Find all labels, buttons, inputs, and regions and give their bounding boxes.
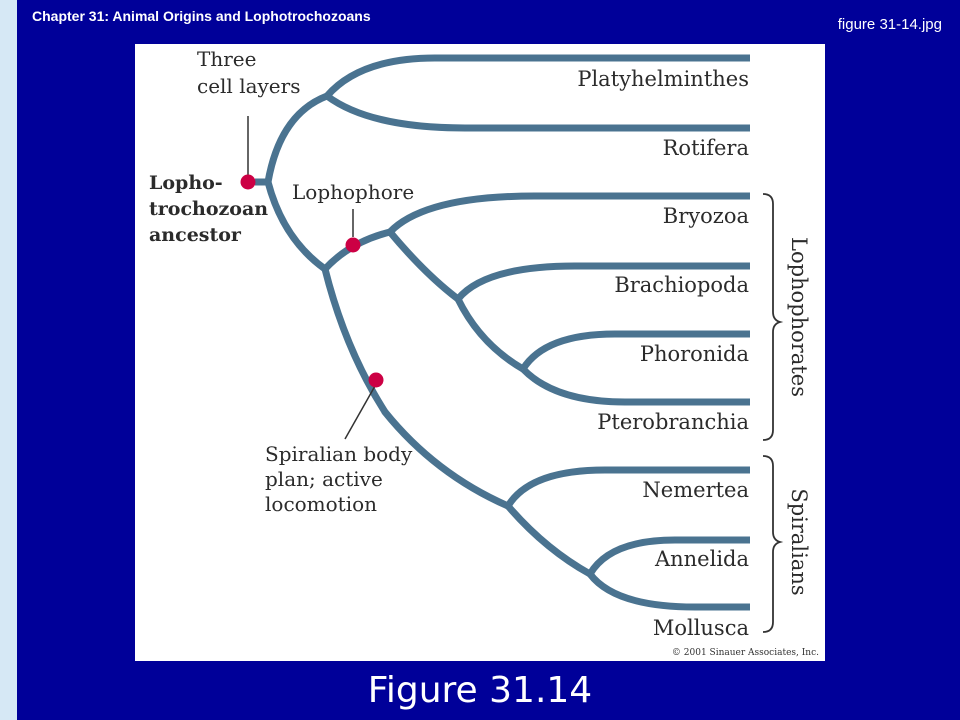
taxon-label: Brachiopoda: [614, 273, 749, 297]
taxon-label: Phoronida: [640, 342, 749, 366]
annotation-line: plan; active: [265, 467, 383, 491]
annotation-line: cell layers: [197, 74, 300, 98]
figure-panel: Platyhelminthes Rotifera Bryozoa Brachio…: [135, 44, 825, 661]
annotation-ancestor: Lopho- trochozoan ancestor: [149, 172, 268, 246]
node-three-cell-layers: [240, 174, 256, 190]
branch-root-to-three-layers-node: [264, 92, 329, 183]
annotation-spiralian: Spiralian body plan; active locomotion: [265, 442, 413, 516]
file-name: figure 31-14.jpg: [837, 16, 942, 33]
tree-branches: [255, 54, 750, 611]
branch-d-to-e: [387, 229, 461, 302]
annotation-three-cell-layers: Three cell layers: [197, 47, 300, 98]
annotation-lophophore: Lophophore: [292, 180, 414, 204]
left-edge-strip: [0, 0, 17, 720]
taxon-label: Platyhelminthes: [577, 67, 749, 91]
trait-nodes: [240, 174, 384, 388]
branch-phoronida: [520, 330, 750, 371]
branch-root-to-node-b: [264, 181, 328, 272]
figure-caption: Figure 31.14: [367, 670, 593, 711]
copyright-notice: © 2001 Sinauer Associates, Inc.: [672, 648, 819, 658]
phylogeny-tree: Platyhelminthes Rotifera Bryozoa Brachio…: [149, 47, 819, 658]
annotation-line: Three: [197, 47, 256, 71]
chapter-title: Chapter 31: Animal Origins and Lophotroc…: [32, 8, 371, 24]
taxon-label: Annelida: [654, 547, 749, 571]
branch-annelida: [586, 536, 750, 576]
bracket-spiralians: [762, 455, 784, 633]
branch-mollusca: [587, 571, 750, 611]
branch-g-to-h: [505, 503, 592, 578]
branch-brachiopoda: [455, 262, 750, 302]
annotation-line: trochozoan: [149, 198, 268, 220]
branch-nemertea: [505, 466, 750, 508]
branch-spiralian-stem: [321, 268, 510, 510]
taxon-label: Bryozoa: [663, 204, 749, 228]
annotation-line: ancestor: [149, 224, 242, 246]
branch-bryozoa: [387, 192, 750, 235]
pointer-lines: [247, 116, 376, 440]
branch-rotifera: [324, 93, 750, 132]
taxon-label: Rotifera: [663, 136, 749, 160]
group-label-spiralians: Spiralians: [787, 488, 811, 595]
taxon-labels: Platyhelminthes Rotifera Bryozoa Brachio…: [577, 67, 749, 640]
taxon-label: Nemertea: [642, 478, 749, 502]
branch-platyhelminthes: [324, 54, 750, 99]
group-brackets: [762, 193, 784, 633]
taxon-label: Pterobranchia: [597, 410, 749, 434]
annotation-line: Lopho-: [149, 172, 223, 194]
branch-e-to-f: [454, 297, 525, 373]
node-spiralian: [368, 372, 384, 388]
branch-pterobranchia: [520, 366, 750, 406]
pointer-spiralian: [344, 385, 376, 440]
bracket-lophophorates: [762, 193, 784, 441]
annotation-line: locomotion: [265, 492, 377, 516]
group-label-lophophorates: Lophophorates: [787, 237, 811, 397]
taxon-label: Mollusca: [653, 616, 749, 640]
annotation-line: Spiralian body: [265, 442, 413, 466]
node-lophophore: [345, 237, 361, 253]
